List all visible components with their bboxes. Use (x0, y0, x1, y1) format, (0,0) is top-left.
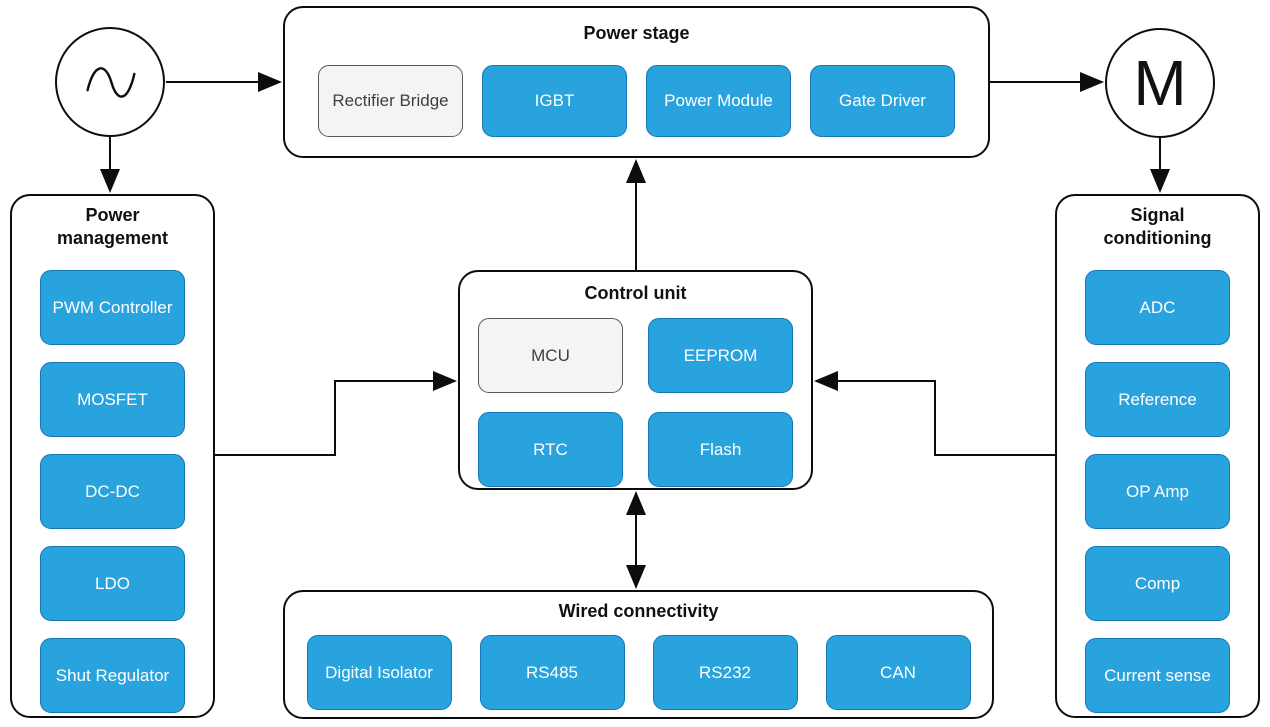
chip-op-amp: OP Amp (1085, 454, 1230, 530)
chips-power-stage: Rectifier Bridge IGBT Power Module Gate Dri… (285, 65, 988, 138)
group-title-signal-conditioning: Signal conditioning (1103, 205, 1212, 249)
group-title-power-stage: Power stage (583, 23, 690, 43)
chip-igbt: IGBT (482, 65, 627, 138)
chips-control-unit: MCU EEPROM RTC Flash (460, 318, 811, 488)
chip-digital-isolator: Digital Isolator (306, 635, 452, 711)
chip-gate-driver: Gate Driver (810, 65, 955, 138)
motor-node: M (1105, 28, 1215, 138)
group-power-stage: Power stage Rectifier Bridge IGBT Power Mo… (283, 6, 990, 158)
chip-ldo: LDO (40, 546, 185, 622)
chip-rs485: RS485 (479, 635, 625, 711)
sine-wave-icon (85, 66, 136, 98)
chip-rtc: RTC (478, 412, 623, 488)
chip-reference: Reference (1085, 362, 1230, 438)
group-wired-connectivity: Wired connectivity Digital Isolator RS485… (283, 590, 994, 719)
chip-flash: Flash (648, 412, 793, 488)
ac-source-node (55, 27, 165, 137)
chip-pwm-controller: PWM Controller (40, 270, 185, 346)
chip-rs232: RS232 (652, 635, 798, 711)
chip-comp: Comp (1085, 546, 1230, 622)
chip-eeprom: EEPROM (648, 318, 793, 394)
motor-label: M (1133, 47, 1187, 119)
chip-adc: ADC (1085, 270, 1230, 346)
group-title-control-unit: Control unit (584, 283, 687, 303)
chips-wired-connectivity: Digital Isolator RS485 RS232 CAN (285, 635, 992, 711)
chip-rectifier-bridge: Rectifier Bridge (318, 65, 463, 138)
chip-power-module: Power Module (646, 65, 791, 138)
group-title-wired-connectivity: Wired connectivity (558, 601, 719, 621)
chip-current-sense: Current sense (1085, 638, 1230, 714)
chip-mcu: MCU (478, 318, 623, 394)
arrow-signal-conditioning-to-control-unit (814, 371, 1055, 456)
group-title-power-management: Power management (56, 205, 169, 249)
chip-can: CAN (825, 635, 971, 711)
chip-shut-regulator: Shut Regulator (40, 638, 185, 714)
arrow-power-management-to-control-unit (215, 371, 457, 456)
chip-dc-dc: DC-DC (40, 454, 185, 530)
chip-mosfet: MOSFET (40, 362, 185, 438)
group-control-unit: Control unit MCU EEPROM RTC Flash (458, 270, 813, 490)
